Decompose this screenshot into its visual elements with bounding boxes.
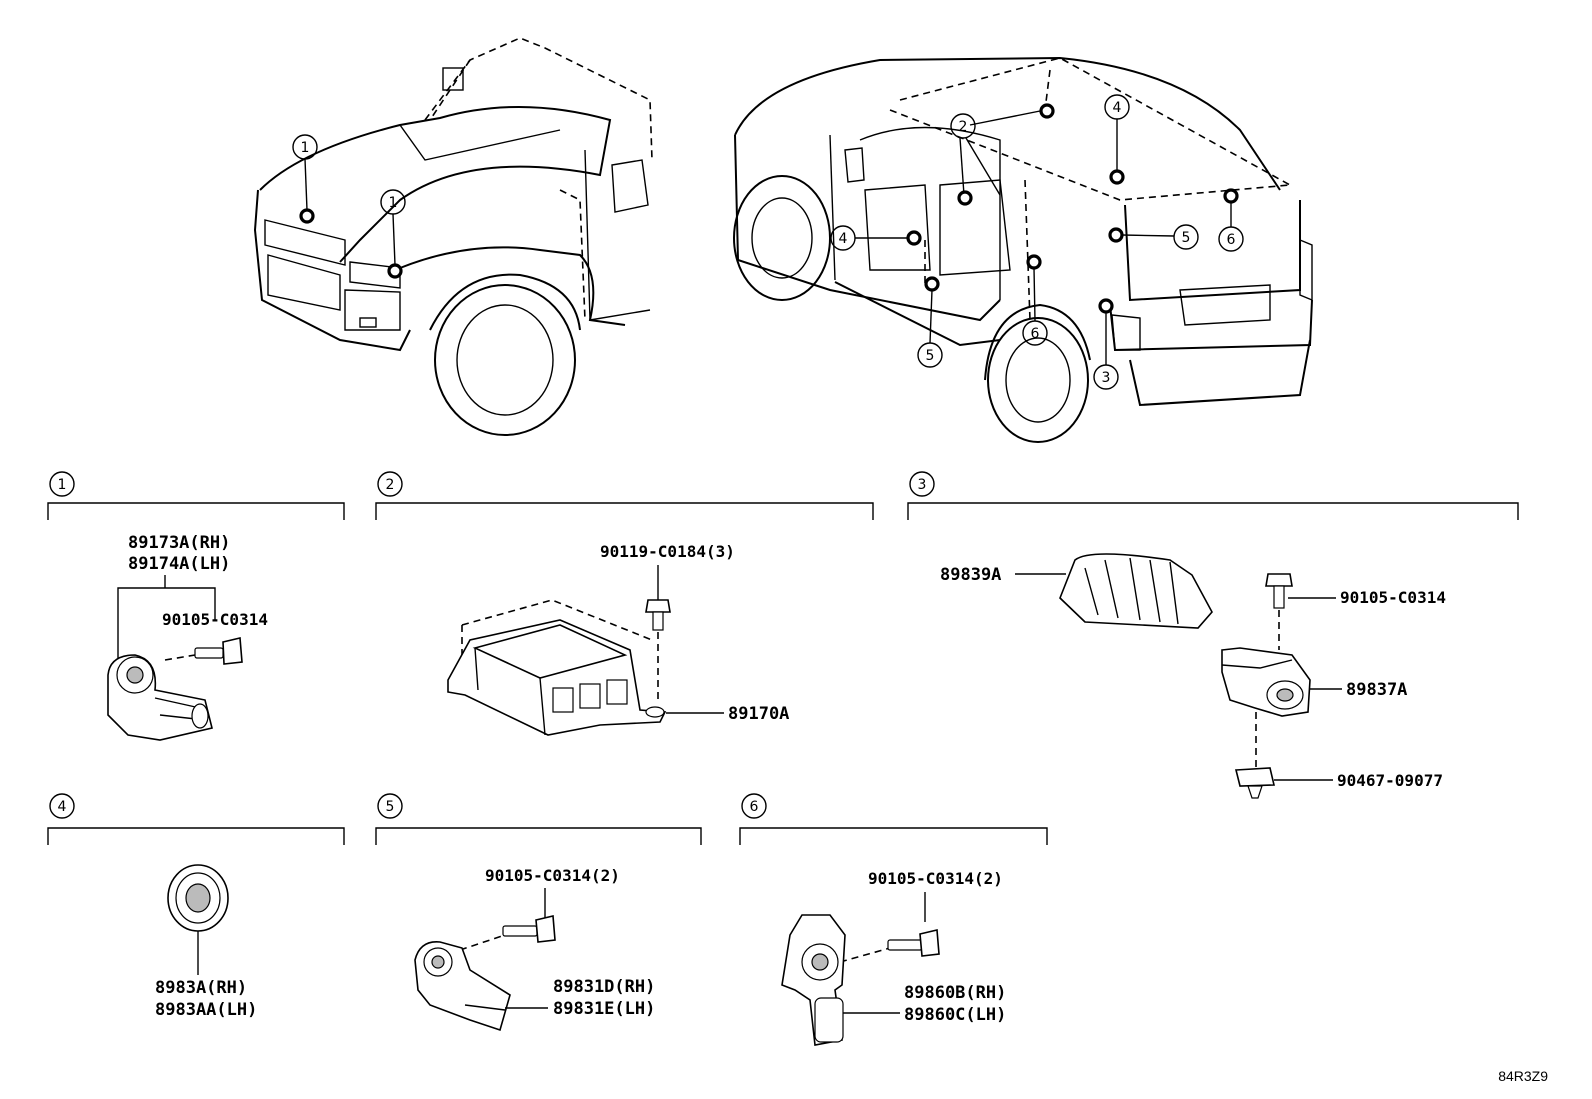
part-89831D: 89831D(RH) [553, 977, 655, 997]
part-8983A: 8983A(RH) [155, 978, 247, 998]
sensor-location-dot [957, 190, 973, 206]
part-89173A: 89173A(RH) [128, 533, 230, 553]
callout-4-b-num: 4 [839, 231, 848, 247]
front-vehicle-view: 1 1 [253, 37, 653, 436]
sensor-location-dot [1039, 103, 1055, 119]
sensor-location-dot [1223, 188, 1239, 204]
sensor-location-dot [299, 208, 315, 224]
sensor-location-dot [387, 263, 403, 279]
sensor-location-dot [924, 276, 940, 292]
callout-5-a-num: 5 [1182, 230, 1191, 246]
section-3: 3 89839A 90105-C0314 89837A 90467-09077 [907, 471, 1519, 799]
callout-1-b-num: 1 [389, 195, 398, 211]
part-89839A: 89839A [940, 565, 1001, 585]
section-4-num: 4 [58, 799, 67, 815]
rear-vehicle-view: 2 4 4 5 5 6 6 3 [733, 56, 1313, 443]
sensor-location-dot [1026, 254, 1042, 270]
callout-5-a [1173, 224, 1199, 250]
part-90105-C0314-2-sec6: 90105-C0314(2) [868, 869, 1003, 888]
part-89837A: 89837A [1346, 680, 1407, 700]
callout-1-a-num: 1 [301, 140, 310, 156]
section-1-num: 1 [58, 477, 67, 493]
part-89831E: 89831E(LH) [553, 999, 655, 1019]
callout-5-b-num: 5 [926, 348, 935, 364]
part-89174A: 89174A(LH) [128, 554, 230, 574]
part-89170A: 89170A [728, 704, 789, 724]
part-90119-C0184: 90119-C0184(3) [600, 542, 735, 561]
sensor-location-dot [1098, 298, 1114, 314]
section-3-num: 3 [918, 477, 927, 493]
section-4: 4 8983A(RH) 8983AA(LH) [47, 793, 345, 1020]
part-90105-C0314-2-sec5: 90105-C0314(2) [485, 866, 620, 885]
sensor-location-dot [1109, 169, 1125, 185]
part-89860C: 89860C(LH) [904, 1005, 1006, 1025]
callout-6-a-num: 6 [1227, 232, 1236, 248]
callout-6-b-num: 6 [1031, 326, 1040, 342]
callout-2 [950, 113, 976, 139]
sensor-location-dot [1108, 227, 1124, 243]
section-2-num: 2 [386, 477, 395, 493]
part-89860B: 89860B(RH) [904, 983, 1006, 1003]
section-5-num: 5 [386, 799, 395, 815]
part-90467-09077: 90467-09077 [1337, 771, 1443, 790]
callout-2-num: 2 [959, 119, 968, 135]
section-6: 6 90105-C0314(2) 89860B(RH) 89860C(LH) [739, 793, 1048, 1046]
part-8983AA: 8983AA(LH) [155, 1000, 257, 1020]
part-90105-C0314-sec3: 90105-C0314 [1340, 588, 1446, 607]
section-2: 2 90119-C0184(3) 89170A [375, 471, 874, 736]
section-1: 1 89173A(RH) 89174A(LH) 90105-C0314 [47, 471, 345, 741]
section-6-num: 6 [750, 799, 759, 815]
callout-4-a-num: 4 [1113, 100, 1122, 116]
sensor-location-dot [906, 230, 922, 246]
drawing-code: 84R3Z9 [1498, 1068, 1548, 1084]
callout-3-num: 3 [1102, 370, 1111, 386]
section-5: 5 90105-C0314(2) 89831D(RH) 89831E(LH) [375, 793, 702, 1032]
